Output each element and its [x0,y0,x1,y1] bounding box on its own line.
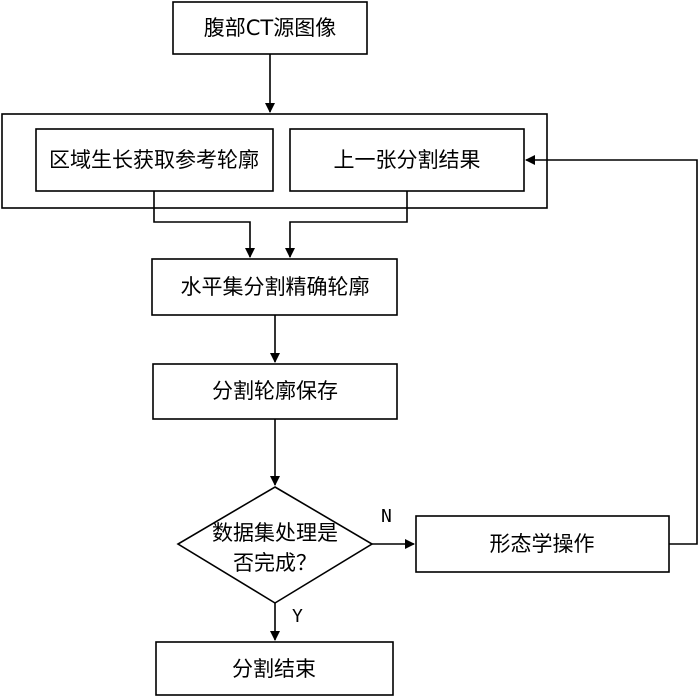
arrow-previous-result-to-level-set [285,191,408,258]
arrow-region-growing-to-level-set [153,191,255,258]
node-morphology-label: 形态学操作 [490,532,595,556]
node-decision-label-line2: 否完成？ [233,551,317,575]
node-end-label: 分割结束 [232,657,316,681]
node-region-growing-label: 区域生长获取参考轮廓 [49,148,259,172]
node-end: 分割结束 [155,641,394,696]
edge-label-no: N [381,506,392,527]
node-level-set: 水平集分割精确轮廓 [151,258,398,316]
node-level-set-label: 水平集分割精确轮廓 [181,275,370,299]
arrow-morphology-to-previous-result [525,155,698,545]
node-save-label: 分割轮廓保存 [212,379,338,403]
edge-label-yes: Y [292,606,303,627]
node-region-growing: 区域生长获取参考轮廓 [35,128,274,192]
node-source-label: 腹部CT源图像 [204,16,337,40]
node-save: 分割轮廓保存 [152,363,398,420]
node-decision: 数据集处理是 否完成？ [176,486,374,604]
node-previous-result-label: 上一张分割结果 [334,148,481,172]
node-previous-result: 上一张分割结果 [289,128,525,192]
node-source: 腹部CT源图像 [172,1,368,55]
node-decision-label-line1: 数据集处理是 [212,521,338,545]
node-morphology: 形态学操作 [415,515,670,573]
